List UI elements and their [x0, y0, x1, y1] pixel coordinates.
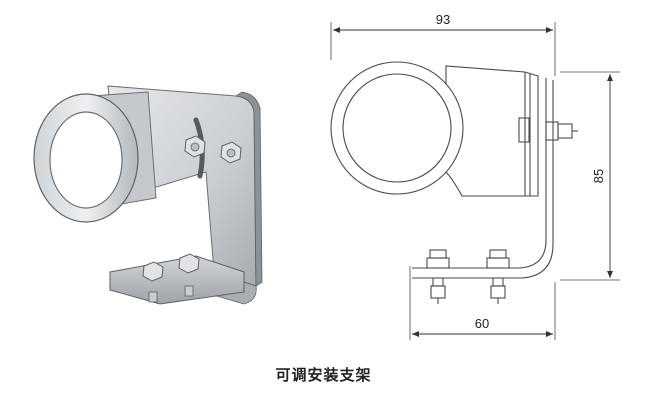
figure-caption: 可调安装支架 [275, 366, 372, 384]
drawing-ring-outer [330, 61, 464, 195]
bracket-technical-drawing [330, 22, 620, 340]
drawing-bend-inner [412, 243, 554, 279]
drawing-ring-inner [342, 73, 452, 183]
drawing-base-bolt-right [486, 249, 510, 304]
drawing-base-bolt-left [426, 249, 450, 304]
plate-bolt-left [184, 135, 206, 158]
base-bolt-left [142, 261, 164, 303]
plate-bolt-right [220, 141, 242, 164]
drawing-bend [412, 239, 547, 269]
dim-label-height-right: 85 [591, 169, 606, 183]
bracket-plate-edge [234, 91, 263, 287]
base-bolt-right [178, 253, 200, 297]
bracket-3d-render [33, 85, 263, 305]
dim-label-width-bottom: 60 [475, 316, 489, 331]
drawing-plate-bolt [518, 117, 578, 143]
dim-label-width-top: 93 [436, 12, 450, 27]
bracket-ring-hole [49, 111, 123, 209]
drawing-arm [445, 65, 539, 197]
